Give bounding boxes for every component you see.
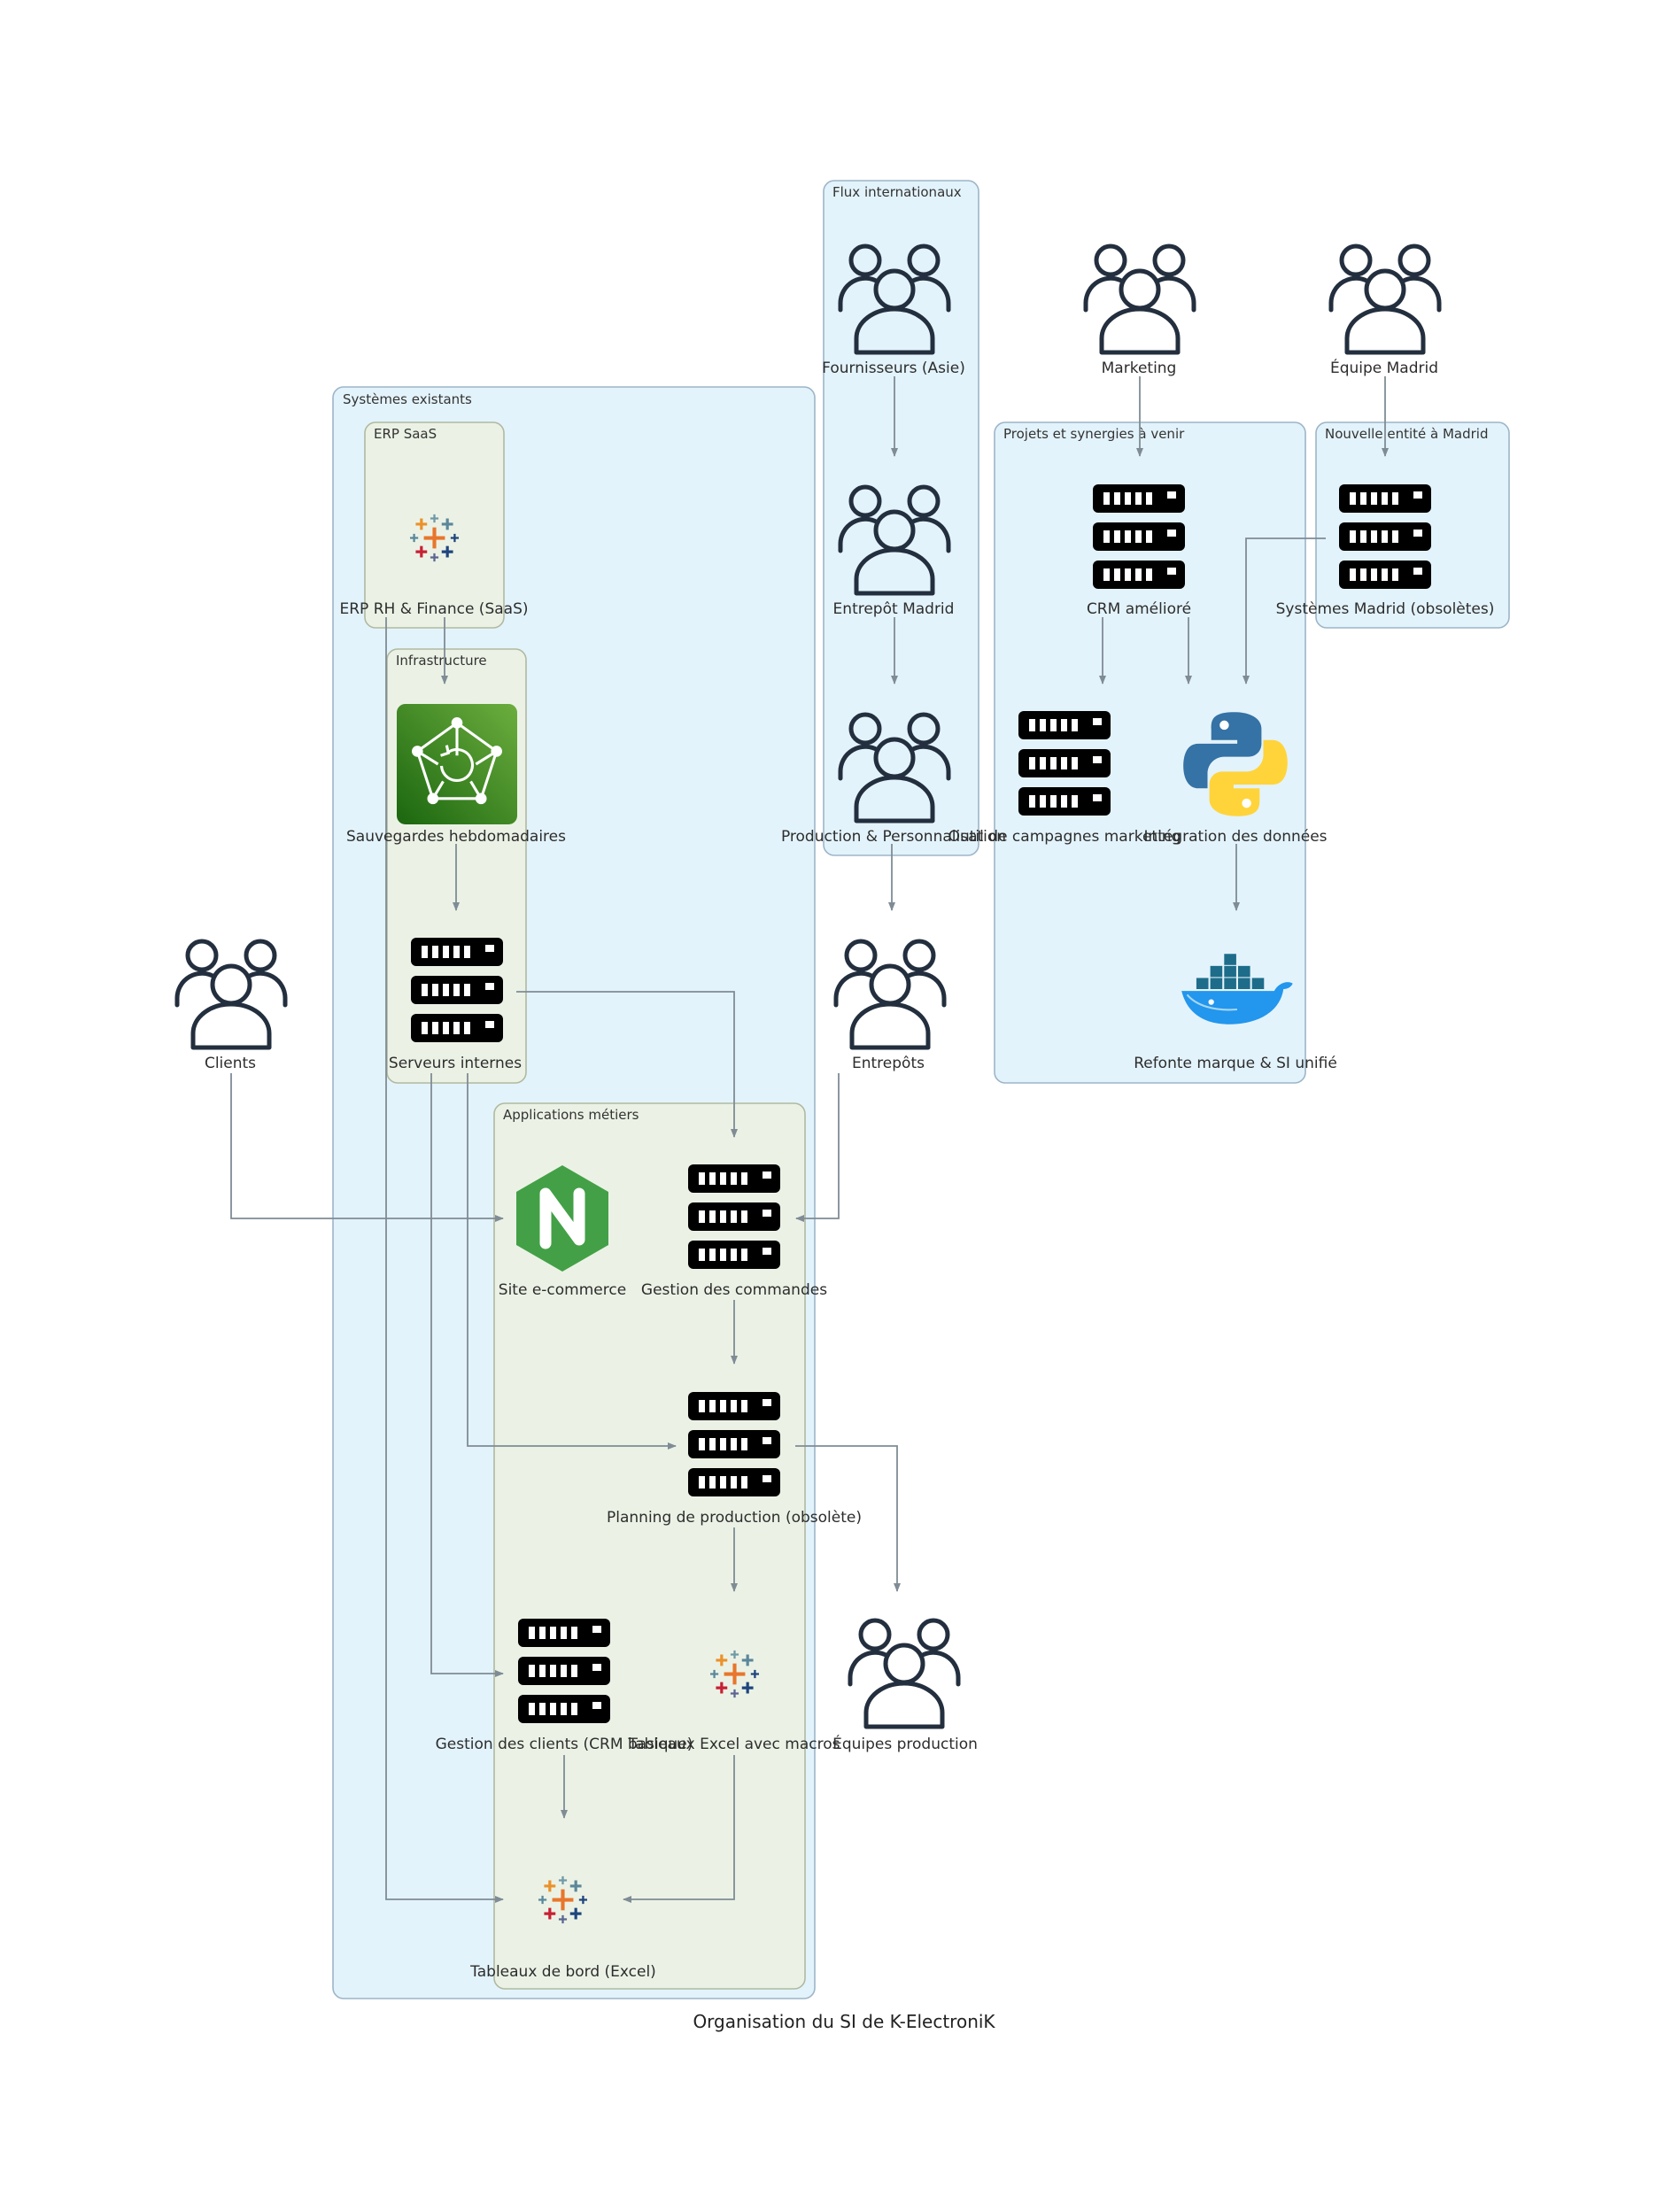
node-label-refonte: Refonte marque & SI unifié [1134, 1055, 1337, 1072]
node-gestion-commandes: Gestion des commandes [641, 1164, 827, 1299]
edge-serveurs-planning [467, 1073, 677, 1450]
server-icon [688, 1392, 780, 1496]
edge-clients-site-ecommerce [230, 1073, 504, 1222]
diagram-title: Organisation du SI de K-ElectroniK [693, 2011, 995, 2032]
node-label-crm: CRM amélioré [1087, 600, 1191, 618]
node-tableaux-bord: Tableaux de bord (Excel) [469, 1876, 656, 1981]
node-label-equipe-madrid: Équipe Madrid [1330, 358, 1438, 377]
edge-planning-equipes-production [795, 1445, 901, 1592]
node-entrepots: Entrepôts [836, 941, 944, 1072]
cluster-erp-saas: ERP SaaS [364, 421, 505, 629]
edge-serveurs-gestion-commandes [516, 991, 738, 1138]
node-tableaux-excel: Tableaux Excel avec macros [628, 1651, 840, 1753]
node-gestion-clients: Gestion des clients (CRM basique) [436, 1619, 693, 1753]
node-integration: Intégration des données [1143, 712, 1328, 846]
cluster-label-madrid: Nouvelle entité à Madrid [1325, 426, 1488, 442]
edge-systemes-madrid-integration [1243, 537, 1326, 684]
node-label-marketing: Marketing [1102, 360, 1177, 377]
node-label-equipes-production: Équipes production [832, 1734, 978, 1753]
edge-entrepots-gestion-commandes [795, 1073, 840, 1222]
node-label-fournisseurs: Fournisseurs (Asie) [822, 360, 965, 377]
cluster-label-projects: Projets et synergies à venir [1003, 426, 1185, 442]
node-planning: Planning de production (obsolète) [607, 1392, 862, 1527]
node-equipe-madrid: Équipe Madrid [1330, 246, 1439, 377]
users-icon [850, 1620, 958, 1727]
node-label-tableaux-excel: Tableaux Excel avec macros [628, 1736, 840, 1753]
node-label-entrepots: Entrepôts [852, 1055, 925, 1072]
aws-backup-icon [397, 704, 517, 824]
users-icon [836, 941, 944, 1048]
node-label-sauvegardes: Sauvegardes hebdomadaires [346, 828, 566, 846]
users-icon [1331, 246, 1439, 352]
node-sauvegardes: Sauvegardes hebdomadaires [346, 704, 566, 846]
node-crm: CRM amélioré [1087, 484, 1191, 618]
server-icon [518, 1619, 610, 1723]
node-marketing: Marketing [1086, 246, 1194, 377]
edge-erp-tableaux-bord [385, 617, 504, 1903]
cluster-international-flows: Flux internationaux [823, 180, 979, 856]
node-outil-campagnes: Outil de campagnes marketing [948, 711, 1181, 846]
server-icon [1093, 484, 1185, 589]
node-label-tableaux-bord: Tableaux de bord (Excel) [469, 1963, 656, 1981]
edge-tableaux-excel-tableaux-bord [623, 1755, 735, 1903]
node-label-entrepot-madrid: Entrepôt Madrid [833, 600, 955, 618]
node-label-gestion-commandes: Gestion des commandes [641, 1281, 827, 1299]
users-icon [1086, 246, 1194, 352]
cluster-business-apps: Applications métiers [493, 1102, 806, 1990]
node-label-integration: Intégration des données [1143, 828, 1327, 846]
server-icon [1339, 484, 1431, 589]
node-label-planning: Planning de production (obsolète) [607, 1509, 862, 1527]
node-entrepot-madrid: Entrepôt Madrid [833, 487, 955, 618]
node-label-erp-rh: ERP RH & Finance (SaaS) [340, 600, 529, 618]
node-clients: Clients [177, 941, 285, 1072]
cluster-label-infra: Infrastructure [396, 653, 487, 669]
cluster-label-erp: ERP SaaS [374, 426, 437, 442]
node-erp-rh: ERP RH & Finance (SaaS) [340, 514, 529, 618]
edge-serveurs-gestion-clients [430, 1073, 504, 1677]
node-equipes-production: Équipes production [832, 1620, 978, 1753]
node-systemes-madrid: Systèmes Madrid (obsolètes) [1276, 484, 1495, 618]
node-label-serveurs: Serveurs internes [389, 1055, 522, 1072]
server-icon [688, 1164, 780, 1269]
node-label-gestion-clients: Gestion des clients (CRM basique) [436, 1736, 693, 1753]
node-label-clients: Clients [205, 1055, 256, 1072]
node-refonte: Refonte marque & SI unifié [1134, 953, 1337, 1072]
cluster-label-international: Flux internationaux [832, 184, 962, 200]
node-label-systemes-madrid: Systèmes Madrid (obsolètes) [1276, 600, 1495, 618]
node-label-production: Production & Personnalisation [781, 828, 1006, 846]
cluster-label-apps: Applications métiers [503, 1107, 639, 1123]
node-label-site-ecommerce: Site e-commerce [499, 1281, 626, 1299]
cluster-label-existing: Systèmes existants [343, 391, 472, 407]
server-icon [411, 938, 503, 1042]
edges [230, 376, 1389, 1903]
node-serveurs: Serveurs internes [389, 938, 522, 1072]
server-icon [1018, 711, 1111, 816]
node-fournisseurs: Fournisseurs (Asie) [822, 246, 965, 377]
node-label-outil-campagnes: Outil de campagnes marketing [948, 828, 1181, 846]
node-production-personnalisation: Production & Personnalisation [781, 715, 1006, 846]
node-site-ecommerce: Site e-commerce [499, 1165, 626, 1299]
users-icon [177, 941, 285, 1048]
